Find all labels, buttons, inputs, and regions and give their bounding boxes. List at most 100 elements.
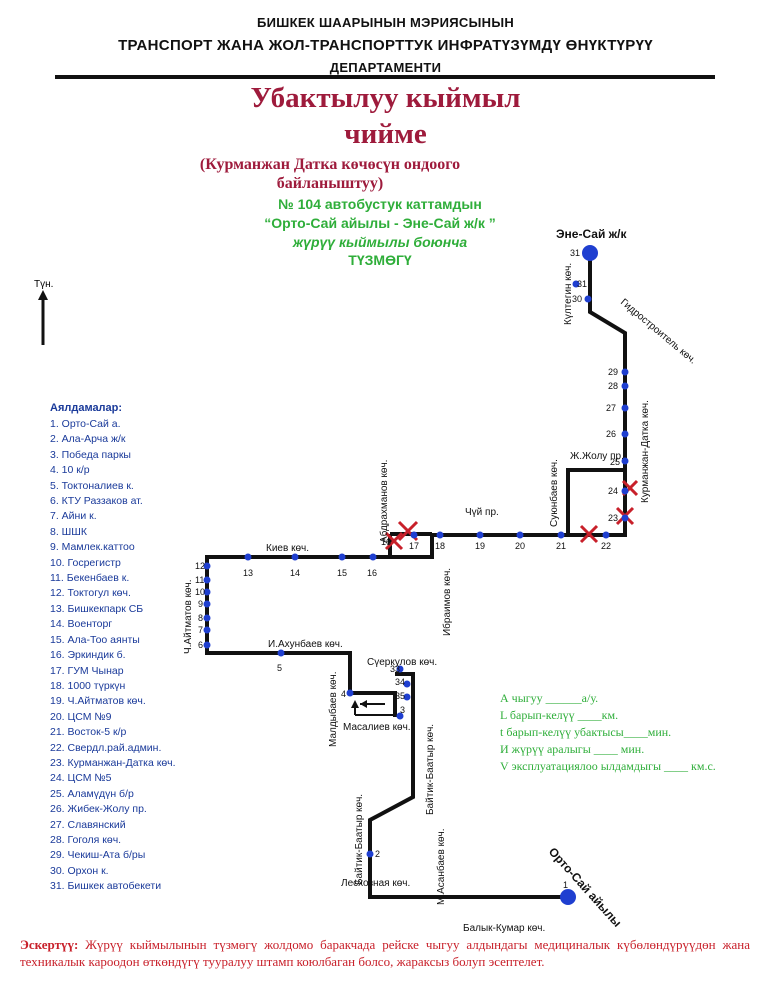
stop-marker: [203, 588, 211, 596]
param-vehicles: А чыгуу ______а/у.: [500, 691, 599, 705]
stop-number: 8: [198, 613, 203, 623]
stop-number: 20: [515, 541, 525, 551]
stop-marker: [203, 614, 211, 622]
stop-marker: [396, 665, 404, 673]
street-label: Сүеркулов көч.: [367, 657, 437, 668]
street-label: Киев көч.: [266, 543, 309, 554]
route-subtitle: жүрүү кыймылы боюнча: [292, 234, 468, 250]
stop-list-item: 7. Айни к.: [50, 510, 97, 523]
stop-marker: [621, 457, 629, 465]
stop-number: 24: [608, 486, 618, 496]
param-trip-time: t барып-келүү убактысы____мин.: [500, 725, 672, 739]
stop-number: 6: [198, 640, 203, 650]
stop-number: 14: [290, 568, 300, 578]
stop-list-item: 2. Ала-Арча ж/к: [50, 433, 126, 446]
stop-list-item: 12. Токтогул көч.: [50, 587, 131, 600]
stop-number: 12: [195, 561, 205, 571]
stop-list-item: 31. Бишкек автобекети: [50, 880, 162, 893]
stop-number: 7: [198, 625, 203, 635]
stop-number: 25: [610, 457, 620, 467]
route-line-south: [368, 672, 568, 899]
note-text: Жүрүү кыймылынын түзмөгү жолдомо баракча…: [20, 937, 750, 969]
stops-list-title: Аялдамалар:: [50, 402, 123, 414]
stop-marker: [621, 368, 629, 376]
stop-list-item: 29. Чекиш-Ата б/ры: [50, 849, 146, 862]
footer-note: Эскертүү: Жүрүү кыймылынын түзмөгү жолдо…: [20, 936, 750, 970]
stop-marker: [584, 295, 592, 303]
stop-list-item: 6. КТУ Раззаков ат.: [50, 495, 143, 508]
stop-list-item: 19. Ч.Айтматов көч.: [50, 695, 146, 708]
street-label: Күлтегин көч.: [563, 263, 574, 325]
stop-marker: [277, 649, 285, 657]
terminal-end-label: Эне-Сай ж/к: [556, 227, 627, 241]
route-name: “Орто-Сай айылы - Эне-Сай ж/к ”: [264, 215, 496, 231]
stop-list-item: 3. Победа паркы: [50, 448, 131, 461]
stop-number: 17: [409, 541, 419, 551]
route-line-detour: [566, 468, 625, 535]
stop-marker: [366, 850, 374, 858]
stop-number: 4: [341, 689, 346, 699]
stop-number: 15: [337, 568, 347, 578]
stop-marker: [557, 531, 565, 539]
department-header-line-3: ДЕПАРТАМЕНТИ: [329, 60, 442, 75]
closure-x-icon: [579, 524, 599, 544]
stop-marker: [621, 514, 629, 522]
stop-list-item: 8. ШШК: [50, 525, 88, 538]
stop-list-item: 21. Восток-5 к/р: [50, 726, 127, 739]
stop-marker: [410, 531, 418, 539]
stop-number: 18: [435, 541, 445, 551]
department-header-line-1: БИШКЕК ШААРЫНЫН МЭРИЯСЫНЫН: [256, 15, 515, 30]
stop-marker: [476, 531, 484, 539]
stop-list-item: 26. Жибек-Жолу пр.: [50, 803, 147, 816]
route-parameters: А чыгуу ______а/у. L барып-келүү ____км.…: [500, 690, 716, 775]
param-speed: V эксплуатациялоо ылдамдыгы ____ км.с.: [500, 759, 716, 773]
stop-number: 16: [367, 568, 377, 578]
stop-list-item: 20. ЦСМ №9: [50, 710, 112, 723]
street-label: Суюнбаев көч.: [548, 459, 560, 527]
street-label: Ж.Жолу пр.: [570, 451, 624, 462]
stop-number: 28: [608, 381, 618, 391]
stop-marker: [369, 553, 377, 561]
stop-number: 34: [395, 677, 405, 687]
stop-marker: [203, 626, 211, 634]
stop-marker: [436, 531, 444, 539]
stop-list-item: 4. 10 к/р: [50, 464, 90, 477]
street-label: Ибраимов көч.: [441, 568, 453, 636]
stop-list-item: 16. Эркиндик б.: [50, 649, 126, 662]
terminal-start-label: Орто-Сай айылы: [546, 845, 625, 930]
stop-list-item: 22. Свердл.рай.админ.: [50, 741, 162, 754]
stop-list-item: 17. ГУМ Чынар: [50, 664, 124, 677]
stop-list-item: 28. Гоголя көч.: [50, 833, 122, 846]
stop-list-item: 1. Орто-Сай а.: [50, 418, 121, 430]
stop-number: 29: [608, 367, 618, 377]
street-label: Байтик-Баатыр көч.: [354, 794, 365, 885]
terminal-start-icon: [560, 889, 576, 905]
title-line-2: чийме: [344, 118, 427, 150]
stop-marker: [203, 600, 211, 608]
street-label: Ч.Айтматов көч.: [183, 579, 194, 654]
stop-marker: [244, 553, 252, 561]
stop-number: 31: [570, 248, 580, 258]
stop-marker: [572, 280, 580, 288]
stop-number: 26: [606, 429, 616, 439]
stop-marker: [203, 641, 211, 649]
stop-number: 27: [606, 403, 616, 413]
street-label: И.Ахунбаев көч.: [268, 638, 343, 650]
stop-number: 16: [381, 537, 391, 547]
stop-list-item: 30. Орхон к.: [50, 864, 109, 877]
stop-numbers: 31 31 30 29 28 27 26 25 24 23 22 21 20 1…: [195, 248, 620, 890]
stop-number: 23: [608, 513, 618, 523]
stop-list-item: 5. Токтоналиев к.: [50, 479, 134, 492]
stop-number: 33: [390, 664, 400, 674]
stop-list-item: 24. ЦСМ №5: [50, 772, 112, 785]
north-arrowhead-icon: [38, 290, 48, 300]
direction-arrowhead-icon: [360, 700, 367, 708]
closure-x-icon: [384, 531, 404, 551]
stop-number: 10: [195, 587, 205, 597]
stops-list: 1. Орто-Сай а. 2. Ала-Арча ж/к 3. Победа…: [50, 417, 176, 895]
stop-marker: [403, 693, 411, 701]
note-label: Эскертүү:: [20, 937, 79, 952]
stop-marker: [621, 487, 629, 495]
route-number: № 104 автобустук каттамдын: [278, 196, 482, 212]
